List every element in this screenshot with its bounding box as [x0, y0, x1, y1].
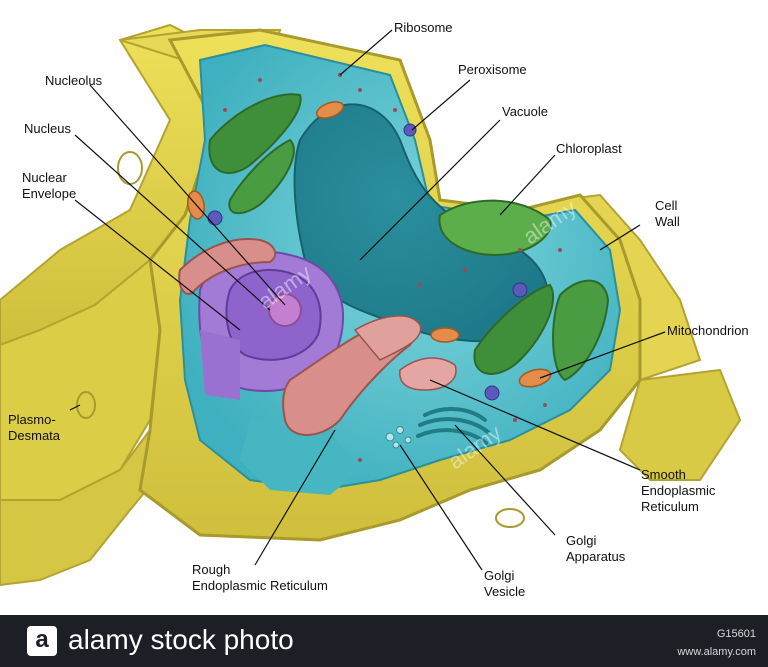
- label-golgi-apparatus: Golgi Apparatus: [566, 533, 626, 564]
- label-nuclear-envelope: Nuclear Envelope: [22, 170, 77, 201]
- label-nucleus: Nucleus: [24, 121, 71, 136]
- leader-nucleus: [74, 134, 271, 311]
- label-nucleolus: Nucleolus: [45, 73, 103, 88]
- label-cell-wall: Cell Wall: [655, 198, 680, 229]
- label-chloroplast: Chloroplast: [556, 141, 622, 156]
- alamy-logo: a: [27, 626, 57, 656]
- leader-ribosome: [339, 29, 393, 76]
- watermark-text: alamy: [9, 195, 71, 249]
- leader-nuclear-envelope: [74, 199, 241, 331]
- site-url: www.alamy.com: [677, 646, 756, 658]
- chloroplasts: [208, 93, 610, 382]
- smooth-er: [399, 357, 457, 391]
- label-golgi-vesicle: Golgi Vesicle: [484, 568, 526, 599]
- label-peroxisome: Peroxisome: [458, 62, 527, 77]
- leader-chloroplast: [499, 154, 556, 216]
- leader-smooth-er: [429, 379, 641, 471]
- golgi-apparatus-shape: [416, 407, 490, 445]
- leader-golgi-vesicle: [399, 444, 483, 571]
- label-rough-er: Rough Endoplasmic Reticulum: [192, 562, 328, 593]
- stock-footer-bar: [0, 615, 768, 667]
- leader-nucleolus: [89, 84, 286, 306]
- brand-text: alamy stock photo: [68, 624, 294, 655]
- alamy-logo-letter: a: [35, 626, 49, 653]
- cell-illustration: alamy alamy alamy alamy: [0, 23, 742, 587]
- label-vacuole: Vacuole: [502, 104, 549, 119]
- leader-rough-er: [254, 429, 336, 566]
- plant-cell-diagram: alamy alamy alamy alamy Ribosome Peroxis…: [0, 20, 749, 599]
- leader-peroxisome: [411, 79, 471, 131]
- label-ribosome: Ribosome: [394, 20, 453, 35]
- label-smooth-er: Smooth Endoplasmic Reticulum: [641, 467, 716, 514]
- golgi-vesicles: [385, 426, 412, 449]
- leader-lines: [69, 29, 666, 571]
- leader-mitochondrion: [539, 331, 666, 379]
- leader-vacuole: [359, 119, 501, 261]
- leader-golgi-apparatus: [454, 424, 556, 536]
- image-id: G15601: [716, 628, 756, 640]
- label-plasmodesmata: Plasmo- Desmata: [8, 412, 61, 443]
- leader-plasmodesmata: [69, 404, 81, 411]
- rough-er: [178, 238, 422, 436]
- leader-cell-wall: [599, 224, 641, 251]
- label-mitochondrion: Mitochondrion: [667, 323, 749, 338]
- nucleus-group: [198, 250, 344, 400]
